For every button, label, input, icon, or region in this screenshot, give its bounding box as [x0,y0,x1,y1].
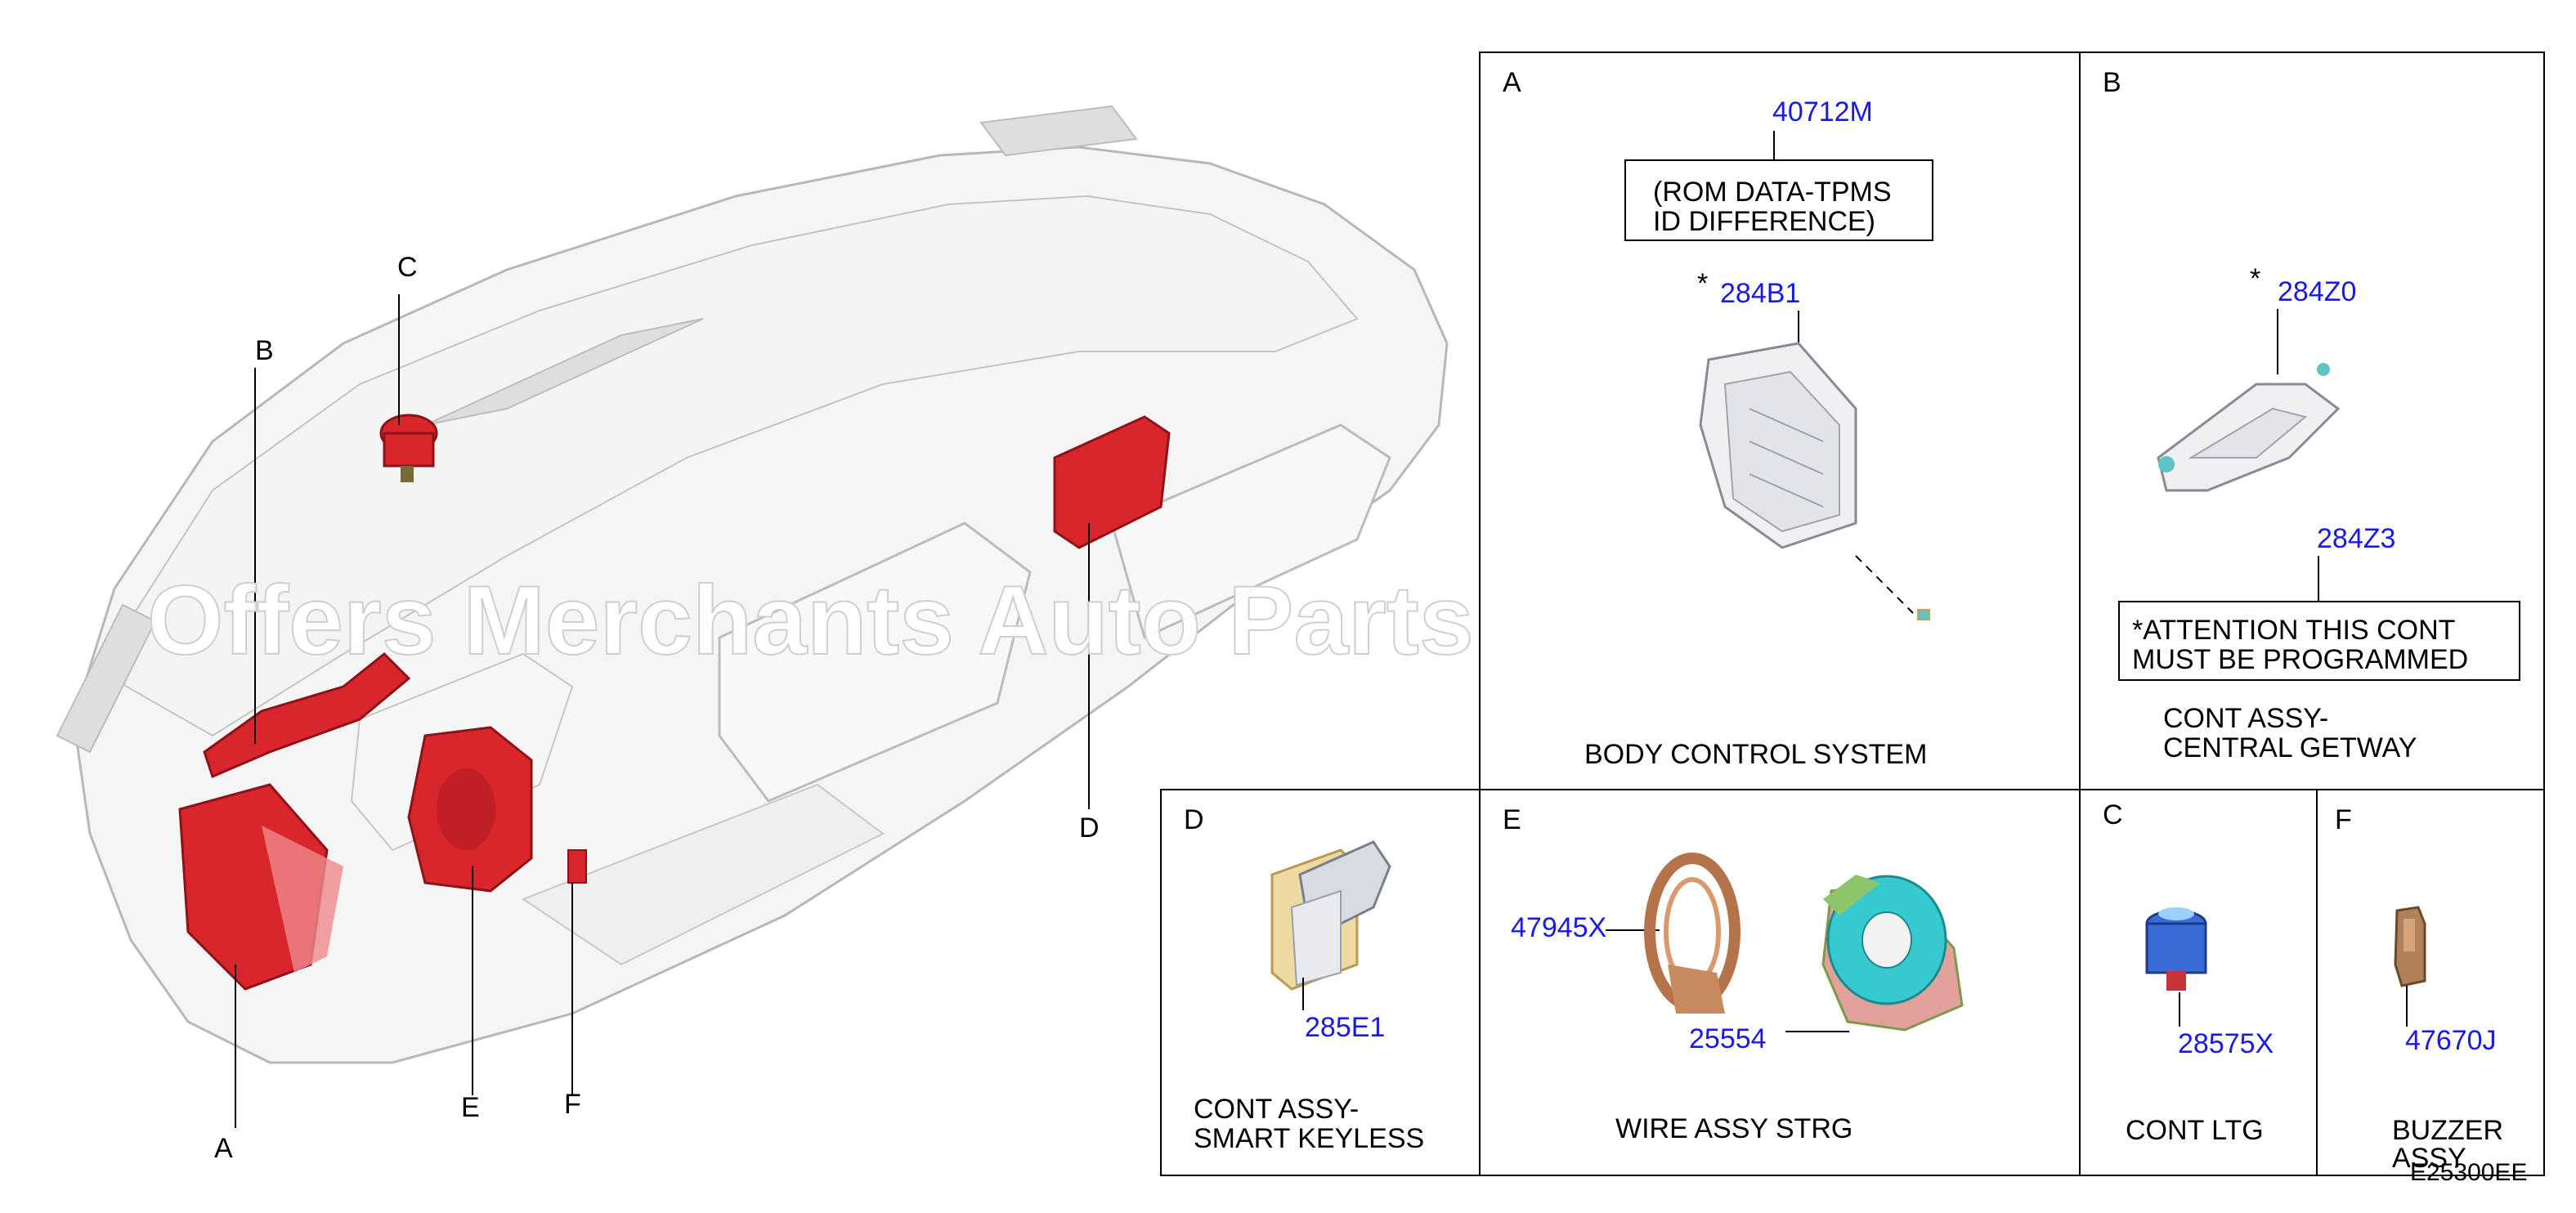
part-b-central-gateway [203,651,411,779]
panel-e: E 47945X 25554 WIRE ASSY STRG [1503,804,1964,1144]
body-control-module-image [1699,342,1857,549]
panel-a-title: BODY CONTROL SYSTEM [1584,739,1927,770]
part-e-clock-spring [407,726,533,893]
part-number-47945x: 47945X [1511,912,1606,943]
note-b-line-2: MUST BE PROGRAMMED [2132,644,2468,675]
panel-b-title-line-2: CENTRAL GETWAY [2163,732,2417,763]
panel-c-letter: C [2103,799,2123,830]
callout-a: A [214,1133,233,1164]
panel-f-letter: F [2335,804,2352,835]
defrost-vent-right [979,105,1138,157]
watermark-text: Offers Merchants Auto Parts [147,566,1474,675]
glovebox-opening [1110,423,1391,640]
panel-f: F 47670J BUZZER ASSY [2335,804,2503,1174]
note-a-line-2: ID DIFFERENCE) [1653,206,1875,237]
panel-a-letter: A [1503,67,1521,98]
part-number-284b1: 284B1 [1720,278,1800,309]
lower-support [521,783,885,966]
center-stack-opening [718,521,1032,803]
star-marker-b: * [2250,263,2260,294]
panel-c-title: CONT LTG [2126,1115,2264,1146]
part-number-285e1: 285E1 [1305,1012,1385,1043]
part-number-40712m: 40712M [1772,96,1873,128]
part-number-25554: 25554 [1689,1023,1767,1054]
panel-e-letter: E [1503,804,1521,835]
note-a-line-1: (ROM DATA-TPMS [1653,177,1892,208]
part-number-284z3: 284Z3 [2317,523,2395,554]
part-number-28575x: 28575X [2178,1028,2274,1059]
panel-f-title-line-1: BUZZER [2392,1115,2503,1146]
panel-c: C 28575X CONT LTG [2103,799,2274,1146]
panel-grid [1160,51,2545,1176]
callout-b: B [255,335,274,366]
panel-d-title-line-1: CONT ASSY- [1194,1094,1359,1125]
wire-assembly-image [1644,853,1740,1014]
panel-b-title-line-1: CONT ASSY- [2163,703,2328,734]
panel-b-letter: B [2103,67,2121,98]
part-number-284z0: 284Z0 [2278,276,2356,307]
part-d-smart-keyless [1053,415,1171,549]
callout-d: D [1079,812,1100,844]
part-a-body-control-module [178,783,343,991]
callout-c: C [397,252,418,283]
part-f-buzzer [567,849,587,884]
part-number-47670j: 47670J [2405,1025,2497,1056]
callout-e: E [461,1092,480,1123]
callout-f: F [564,1089,581,1120]
highlighted-parts [178,414,1171,991]
central-gateway-image [2157,363,2341,492]
smart-keyless-unit-image [1270,840,1391,991]
panel-e-title: WIRE ASSY STRG [1615,1113,1852,1144]
diagram-code: E25300EE [2410,1159,2527,1186]
defrost-vent-left [56,603,157,754]
panel-d-letter: D [1184,804,1204,835]
clock-spring-image [1821,875,1964,1032]
panel-f-title-line-2: ASSY [2392,1143,2466,1174]
defrost-vent-center [424,318,704,426]
overview-leaders [235,294,1090,1128]
note-box-a [1624,159,1933,241]
dashboard-top-surface [96,195,1359,737]
panel-d: D 285E1 CONT ASSY- SMART KEYLESS [1184,804,1424,1154]
connector-icon [1917,609,1930,620]
note-box-b [2118,601,2520,681]
panel-b: B * 284Z0 284Z3 *ATTENTION THIS CONT MUS… [2103,67,2520,763]
part-c-light-sensor [379,414,438,482]
panel-a: A 40712M (ROM DATA-TPMS ID DIFFERENCE) *… [1503,67,1933,770]
star-marker-a: * [1697,268,1708,299]
panel-d-title-line-2: SMART KEYLESS [1194,1123,1424,1154]
note-b-line-1: *ATTENTION THIS CONT [2132,615,2455,646]
light-sensor-image [2145,907,2207,991]
buzzer-image [2394,906,2426,987]
